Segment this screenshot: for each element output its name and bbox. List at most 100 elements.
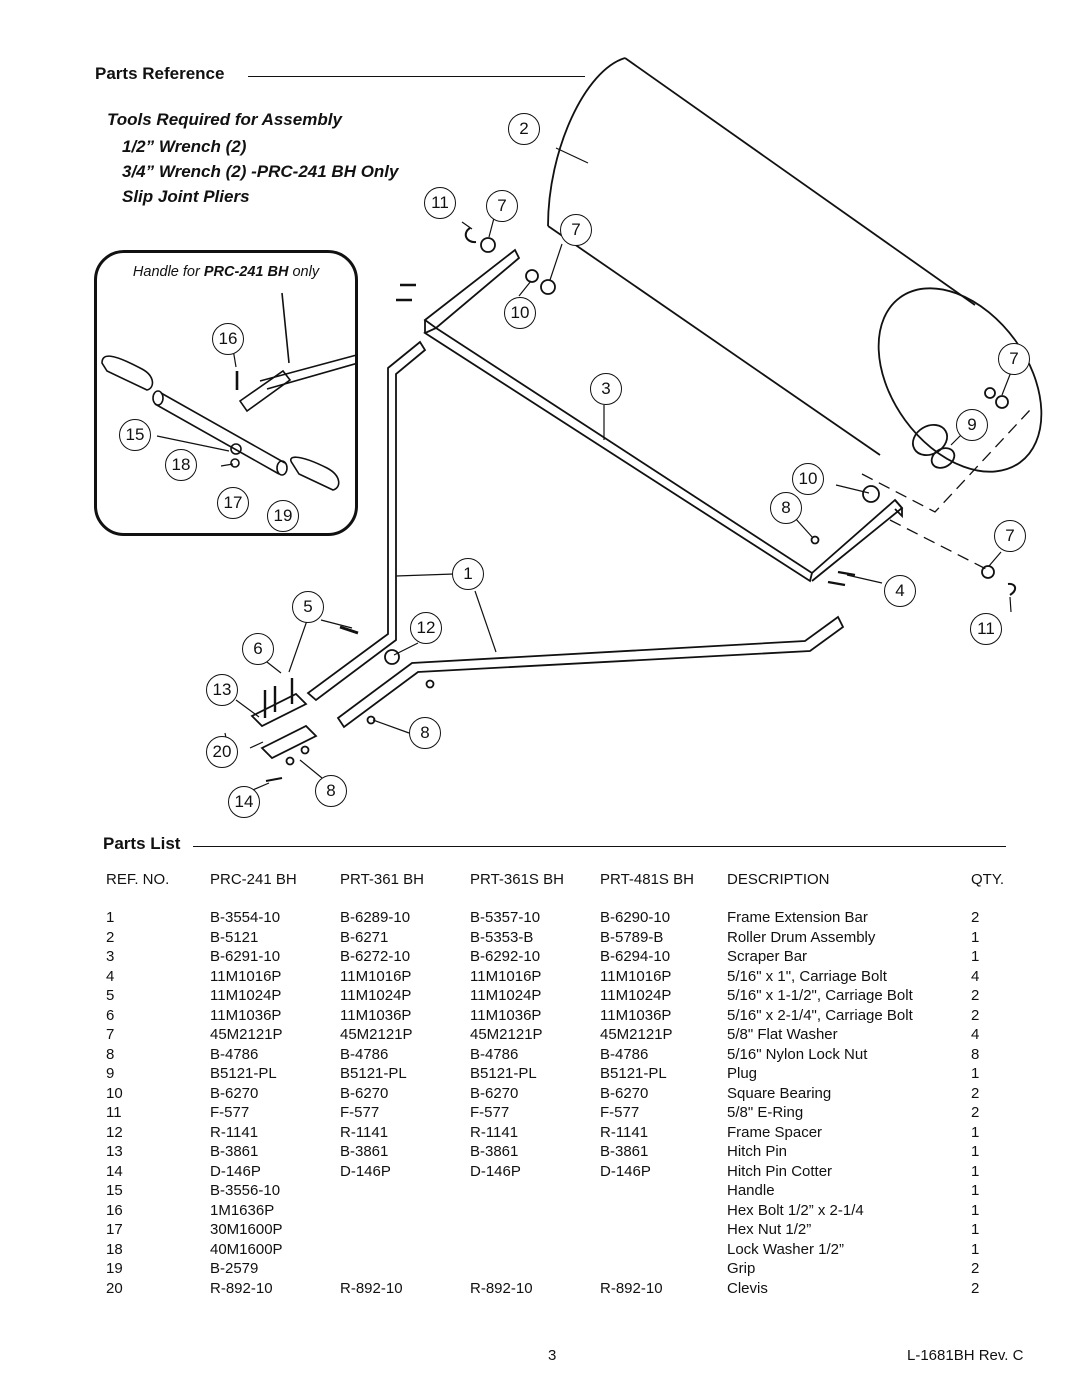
ref-no-cell: 13 [106,1143,123,1160]
description-cell: Plug [727,1065,758,1082]
callout-6: 6 [242,633,274,665]
parts-reference-heading: Parts Reference [95,64,225,83]
prt-361s-cell [470,1241,600,1261]
description-cell: Scraper Bar [727,948,808,965]
prt-361-cell: F-577 [340,1104,380,1121]
tool-item: 3/4” Wrench (2) -PRC-241 BH Only [122,162,399,181]
prt-361s-cell: B-5357-10 [470,909,541,926]
parts-reference-rule [248,76,585,77]
prt-361s-cell [470,1182,600,1202]
callout-5: 5 [292,591,324,623]
frame-extension-bars [306,340,845,729]
callout-1: 1 [452,558,484,590]
ref-no-cell: 7 [106,1026,115,1043]
ref-no-cell: 19 [106,1260,123,1277]
prc-241-cell: 40M1600P [210,1240,283,1258]
ref-no-cell: 17 [106,1221,123,1238]
prt-361s-cell [470,1202,600,1222]
prc-241-cell: B-3554-10 [210,909,281,926]
qty-cell: 4 [971,1026,980,1043]
description-cell: Hex Bolt 1/2” x 2-1/4 [727,1201,864,1219]
description-cell: Grip [727,1260,756,1277]
callout-7: 7 [486,190,518,222]
qty-cell: 8 [971,1045,980,1063]
description-cell: Hitch Pin Cotter [727,1162,833,1180]
prt-481s-cell [600,1202,727,1222]
prt-361-cell: R-1141 [340,1123,389,1141]
description-cell: Square Bearing [727,1084,832,1102]
callout-16: 16 [212,323,244,355]
qty-cell: 1 [971,1201,980,1219]
prt-361s-cell: 11M1024P [470,987,542,1004]
prt-481s-cell: B-6270 [600,1084,649,1102]
prc-241-cell: B-3861 [210,1143,259,1160]
prt-361s-cell [470,1221,600,1241]
handle-drawing [101,292,355,491]
callout-10: 10 [792,463,824,495]
ref-no-cell: 16 [106,1201,123,1219]
qty-cell: 2 [971,909,980,926]
prt-481s-cell [600,1221,727,1241]
qty-cell: 1 [971,1143,980,1160]
prc-241-cell: B-6270 [210,1084,259,1102]
column-header: PRC-241 BH [210,871,297,888]
prt-361-cell [340,1221,470,1241]
prt-481s-cell: R-892-10 [600,1279,663,1297]
callout-8: 8 [409,717,441,749]
prt-361-cell: B-6272-10 [340,948,411,965]
handle-inset-panel: Handle for PRC-241 BH only 16 15 18 17 1… [94,250,358,536]
description-cell: 5/16" x 1-1/2", Carriage Bolt [727,987,913,1004]
description-cell: Frame Extension Bar [727,909,868,926]
description-cell: 5/16" x 1", Carriage Bolt [727,967,887,985]
prc-241-cell: 45M2121P [210,1026,283,1043]
scraper-bar-frame [423,248,904,583]
description-cell: Handle [727,1182,775,1199]
prt-361s-cell: B-6270 [470,1084,519,1102]
qty-cell: 4 [971,967,980,985]
prc-241-cell: 30M1600P [210,1221,283,1238]
qty-cell: 2 [971,1084,980,1102]
prc-241-cell: 11M1024P [210,987,282,1004]
column-header: REF. NO. [106,871,170,888]
prt-481s-cell [600,1260,727,1280]
tools-heading: Tools Required for Assembly [107,110,342,129]
qty-cell: 1 [971,928,980,946]
prt-361-cell: 11M1016P [340,967,412,985]
description-cell: Frame Spacer [727,1123,823,1141]
ref-no-cell: 8 [106,1045,115,1063]
description-cell: Roller Drum Assembly [727,928,876,946]
callout-7: 7 [994,520,1026,552]
prt-481s-cell: B-3861 [600,1143,649,1160]
prt-361s-cell: B-3861 [470,1143,519,1160]
assembly-drawing [224,57,1043,799]
prt-481s-cell: B5121-PL [600,1065,667,1082]
callout-3: 3 [590,373,622,405]
column-header: DESCRIPTION [727,871,830,888]
prt-481s-cell: 11M1024P [600,987,672,1004]
callout-14: 14 [228,786,260,818]
prt-361-cell: 11M1036P [340,1006,412,1024]
callout-2: 2 [508,113,540,145]
description-cell: 5/16" Nylon Lock Nut [727,1045,868,1063]
callout-10: 10 [504,297,536,329]
description-cell: Hitch Pin [727,1143,788,1160]
prt-361-cell: B-6289-10 [340,909,411,926]
document-id: L-1681BH Rev. C [907,1347,1024,1364]
prt-481s-cell: D-146P [600,1162,651,1180]
callout-11: 11 [424,187,456,219]
prt-481s-cell: 45M2121P [600,1026,673,1043]
prt-481s-cell: B-5789-B [600,928,664,946]
prt-361-cell: R-892-10 [340,1279,403,1297]
callout-4: 4 [884,575,916,607]
